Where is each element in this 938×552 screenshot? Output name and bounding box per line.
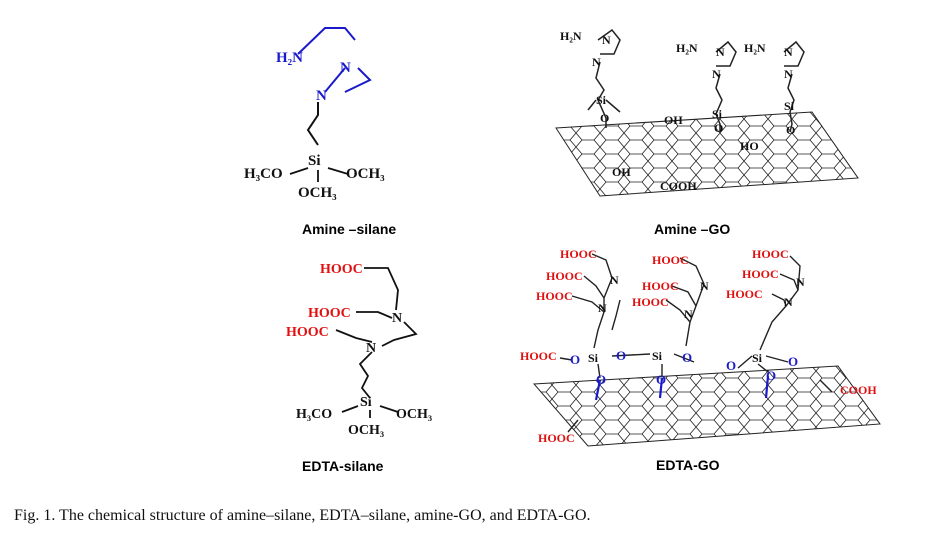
- amine-go-h2n-2: H₂N: [676, 41, 698, 55]
- amine-silane-structure: H₂N N N Si H₃CO OCH₃ OCH₃ Amine –silane: [244, 27, 396, 237]
- amine-go-cooh: COOH: [660, 179, 697, 193]
- amine-go-n-3: N: [716, 45, 725, 59]
- amine-silane-h2n: H₂N: [276, 50, 303, 66]
- amine-go-label: Amine –GO: [654, 221, 730, 237]
- edta-go-hooc-11: HOOC: [538, 431, 575, 445]
- edta-go-o-7: O: [766, 368, 776, 383]
- amine-silane-si: Si: [308, 153, 321, 169]
- amine-go-oh-bottom: OH: [612, 165, 631, 179]
- amine-go-n-1: N: [602, 33, 611, 47]
- edta-silane-hooc-3: HOOC: [286, 325, 329, 340]
- edta-go-o-2: O: [616, 348, 626, 363]
- edta-go-hooc-10: HOOC: [520, 349, 557, 363]
- edta-go-hooc-7: HOOC: [752, 247, 789, 261]
- edta-go-hooc-1: HOOC: [560, 247, 597, 261]
- edta-go-n-6: N: [784, 295, 793, 309]
- figure-caption: Fig. 1. The chemical structure of amine–…: [14, 507, 591, 524]
- amine-go-oh-top: OH: [664, 113, 683, 127]
- edta-go-si-3: Si: [752, 351, 763, 365]
- edta-go-o-5: O: [656, 372, 666, 387]
- amine-go-n-6: N: [784, 67, 793, 81]
- edta-go-hooc-4: HOOC: [652, 253, 689, 267]
- edta-silane-hooc-1: HOOC: [320, 262, 363, 277]
- edta-silane-och3-right: OCH₃: [396, 407, 432, 422]
- edta-go-o-3: O: [682, 350, 692, 365]
- amine-silane-och3-right: OCH₃: [346, 166, 385, 182]
- amine-silane-label: Amine –silane: [302, 221, 396, 237]
- amine-silane-n2: N: [316, 88, 327, 104]
- amine-go-n-5: N: [784, 45, 793, 59]
- amine-go-si-2: Si: [712, 107, 723, 121]
- amine-go-n-4: N: [712, 67, 721, 81]
- amine-go-o-2: O: [714, 121, 723, 135]
- edta-silane-hooc-2: HOOC: [308, 306, 351, 321]
- edta-go-label: EDTA-GO: [656, 457, 720, 473]
- edta-go-o-4: O: [596, 372, 606, 387]
- edta-silane-si: Si: [360, 395, 372, 410]
- amine-go-h2n-3: H₂N: [744, 41, 766, 55]
- amine-go-si-3: Si: [784, 99, 795, 113]
- edta-go-n-5: N: [796, 275, 805, 289]
- edta-go-n-2: N: [598, 301, 607, 315]
- edta-go-si-2: Si: [652, 349, 663, 363]
- amine-go-structure: H₂N N N Si O H₂N N N Si O H₂N N N Si O O…: [555, 28, 859, 237]
- amine-go-si-1: Si: [596, 93, 607, 107]
- edta-go-o-6: O: [726, 358, 736, 373]
- edta-go-n-3: N: [700, 279, 709, 293]
- edta-go-hooc-6: HOOC: [632, 295, 669, 309]
- edta-silane-label: EDTA-silane: [302, 458, 384, 474]
- edta-go-hooc-5: HOOC: [642, 279, 679, 293]
- edta-go-o-8: O: [788, 354, 798, 369]
- edta-silane-structure: HOOC HOOC HOOC N N Si H₃CO OCH₃ OCH₃ EDT…: [286, 262, 432, 474]
- amine-go-n-2: N: [592, 55, 601, 69]
- edta-go-hooc-2: HOOC: [546, 269, 583, 283]
- amine-silane-och3-bottom: OCH₃: [298, 185, 337, 201]
- edta-silane-och3-bottom: OCH₃: [348, 423, 384, 438]
- edta-silane-h3co: H₃CO: [296, 407, 332, 422]
- amine-go-ho: HO: [740, 139, 759, 153]
- edta-go-hooc-8: HOOC: [742, 267, 779, 281]
- edta-silane-n-1: N: [392, 311, 402, 326]
- edta-go-hooc-3: HOOC: [536, 289, 573, 303]
- edta-go-o-1: O: [570, 352, 580, 367]
- edta-go-structure: HOOC HOOC HOOC HOOC HOOC HOOC HOOC HOOC …: [520, 247, 881, 473]
- amine-silane-h3co: H₃CO: [244, 166, 283, 182]
- edta-go-hooc-9: HOOC: [726, 287, 763, 301]
- edta-go-cooh: COOH: [840, 383, 877, 397]
- amine-silane-n1: N: [340, 60, 351, 76]
- edta-go-n-4: N: [684, 307, 693, 321]
- amine-go-h2n-1: H₂N: [560, 29, 582, 43]
- edta-go-si-1: Si: [588, 351, 599, 365]
- amine-go-o-3: O: [786, 123, 795, 137]
- edta-silane-n-2: N: [366, 341, 376, 356]
- amine-go-o-1: O: [600, 111, 609, 125]
- edta-go-n-1: N: [610, 273, 619, 287]
